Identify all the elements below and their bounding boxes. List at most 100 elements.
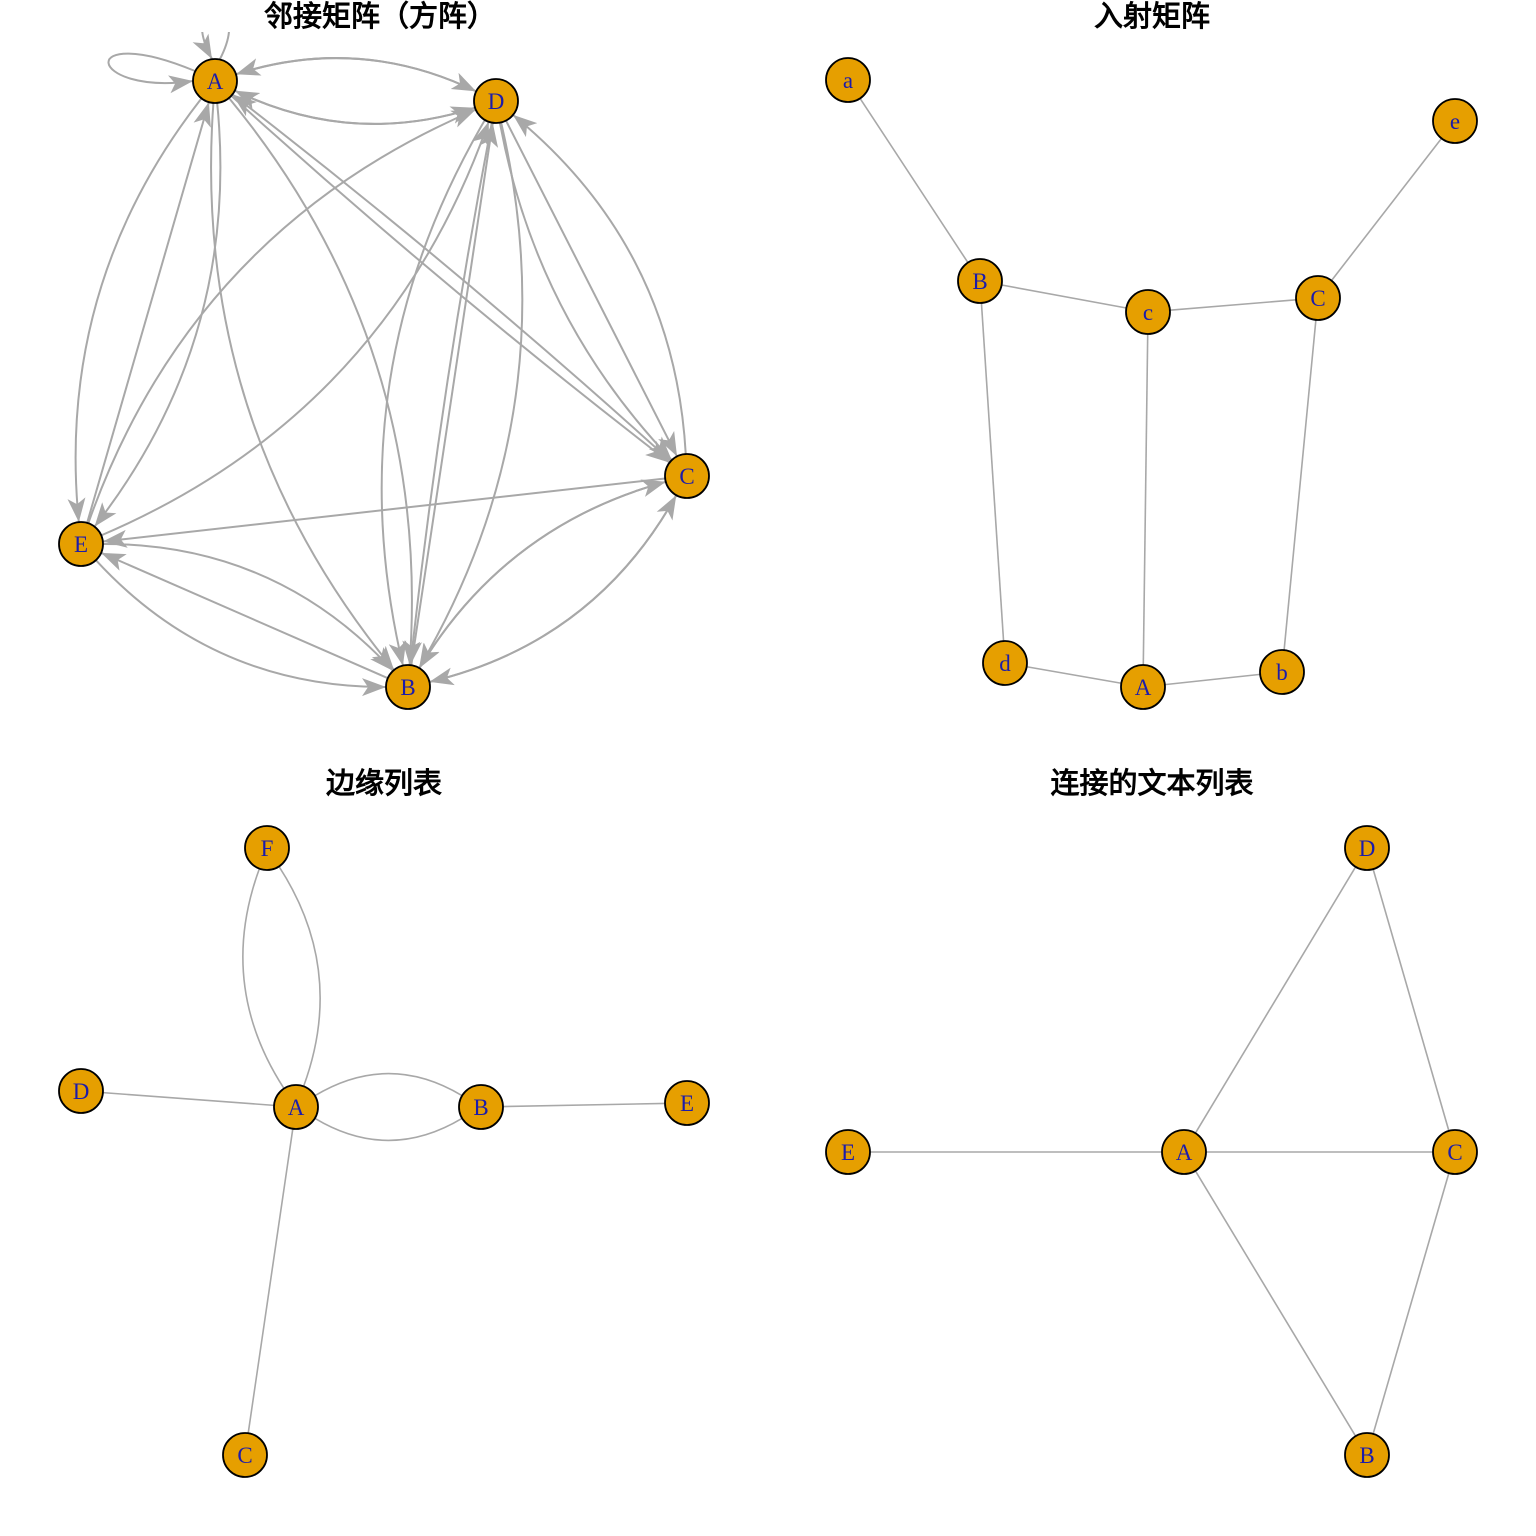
edge-a-B [859, 97, 969, 264]
graph-panel-2: F D A B E C [58, 825, 710, 1478]
node-label: c [1143, 300, 1153, 325]
node-E: E [664, 1080, 710, 1126]
edge-A-B [314, 1072, 463, 1097]
edges [67, 32, 687, 697]
node-label: e [1450, 109, 1460, 134]
edge-D-B [404, 122, 493, 666]
edge-A-D [234, 89, 476, 125]
node-label: F [261, 836, 274, 861]
edge-B-E [502, 1102, 666, 1108]
edge-C-b [1283, 319, 1317, 651]
node-C: C [664, 453, 710, 499]
node-e: e [1432, 98, 1478, 144]
node-circle [982, 640, 1028, 686]
node-label: A [207, 69, 224, 94]
node-C: C [222, 1432, 268, 1478]
edge-D-C [1372, 868, 1450, 1132]
node-circle [244, 825, 290, 871]
node-circle [58, 521, 104, 567]
edge-D-A [235, 57, 477, 93]
edge-E-D [100, 121, 490, 537]
node-circle [1120, 664, 1166, 710]
node-circle [222, 1432, 268, 1478]
node-C: C [1295, 275, 1341, 321]
edge-D-A [234, 89, 476, 125]
node-E: E [58, 521, 104, 567]
edge-B-c [1001, 284, 1127, 309]
node-A: A [273, 1084, 319, 1130]
graph-panel-0: A D C E B [58, 32, 710, 710]
node-label: C [1310, 286, 1325, 311]
edge-C-B [418, 480, 667, 669]
node-circle [1259, 649, 1305, 695]
node-D: D [473, 78, 519, 124]
edge-B-C [429, 494, 678, 683]
node-circle [273, 1084, 319, 1130]
node-E: E [825, 1129, 871, 1175]
node-circle [458, 1084, 504, 1130]
node-label: E [74, 532, 88, 557]
edge-A-E [93, 102, 222, 528]
node-label: d [999, 651, 1011, 676]
node-circle [192, 58, 238, 104]
node-label: a [843, 68, 853, 93]
node-label: B [473, 1095, 488, 1120]
edge-A-D [1194, 866, 1357, 1134]
node-F: F [244, 825, 290, 871]
edges [870, 866, 1450, 1437]
edge-C-D [512, 114, 687, 455]
panel-title-adjacency: 邻接矩阵（方阵） [263, 0, 497, 33]
edge-A-A [107, 52, 196, 94]
edge-C-E [102, 477, 666, 548]
node-label: b [1276, 660, 1288, 685]
edge-A-b [1164, 673, 1261, 686]
edge-D-C [498, 122, 673, 461]
node-label: E [680, 1091, 694, 1116]
edge-B-E [100, 551, 389, 680]
edge-A-C [230, 95, 671, 464]
edge-B-D [410, 122, 499, 666]
edge-A-B [228, 97, 421, 666]
edge-D-B [380, 119, 486, 666]
edge-E-B [102, 542, 394, 672]
edge-A-E [67, 97, 203, 523]
node-C: C [1432, 1129, 1478, 1175]
node-circle [385, 664, 431, 710]
node-circle [825, 1129, 871, 1175]
node-D: D [58, 1068, 104, 1114]
node-d: d [982, 640, 1028, 686]
node-label: B [1359, 1443, 1374, 1468]
edge-E-B [95, 559, 387, 697]
edge-A-B [210, 102, 395, 671]
node-c: c [1125, 289, 1171, 335]
node-A: A [1120, 664, 1166, 710]
node-label: C [1447, 1140, 1462, 1165]
edge-d-A [1026, 665, 1122, 685]
node-circle [1432, 98, 1478, 144]
edges [859, 97, 1443, 686]
node-circle [1344, 825, 1390, 871]
edge-C-e [1330, 137, 1443, 282]
edge-E-A [86, 101, 211, 524]
edge-C-B [429, 494, 678, 686]
node-label: A [1135, 675, 1152, 700]
node-circle [1295, 275, 1341, 321]
node-circle [957, 258, 1003, 304]
edge-F-A [242, 868, 285, 1089]
node-label: D [488, 89, 505, 114]
panel-title-adjlist: 连接的文本列表 [1050, 766, 1254, 800]
node-label: A [288, 1095, 305, 1120]
edge-B-A [314, 1117, 463, 1142]
node-b: b [1259, 649, 1305, 695]
node-A: A [192, 58, 238, 104]
node-B: B [458, 1084, 504, 1130]
edge-A-C [247, 1128, 294, 1434]
node-label: D [73, 1079, 90, 1104]
node-label: C [679, 464, 694, 489]
node-label: A [1176, 1140, 1193, 1165]
edge-c-A [1142, 333, 1149, 666]
node-a: a [825, 57, 871, 103]
node-label: C [237, 1443, 252, 1468]
node-B: B [385, 664, 431, 710]
